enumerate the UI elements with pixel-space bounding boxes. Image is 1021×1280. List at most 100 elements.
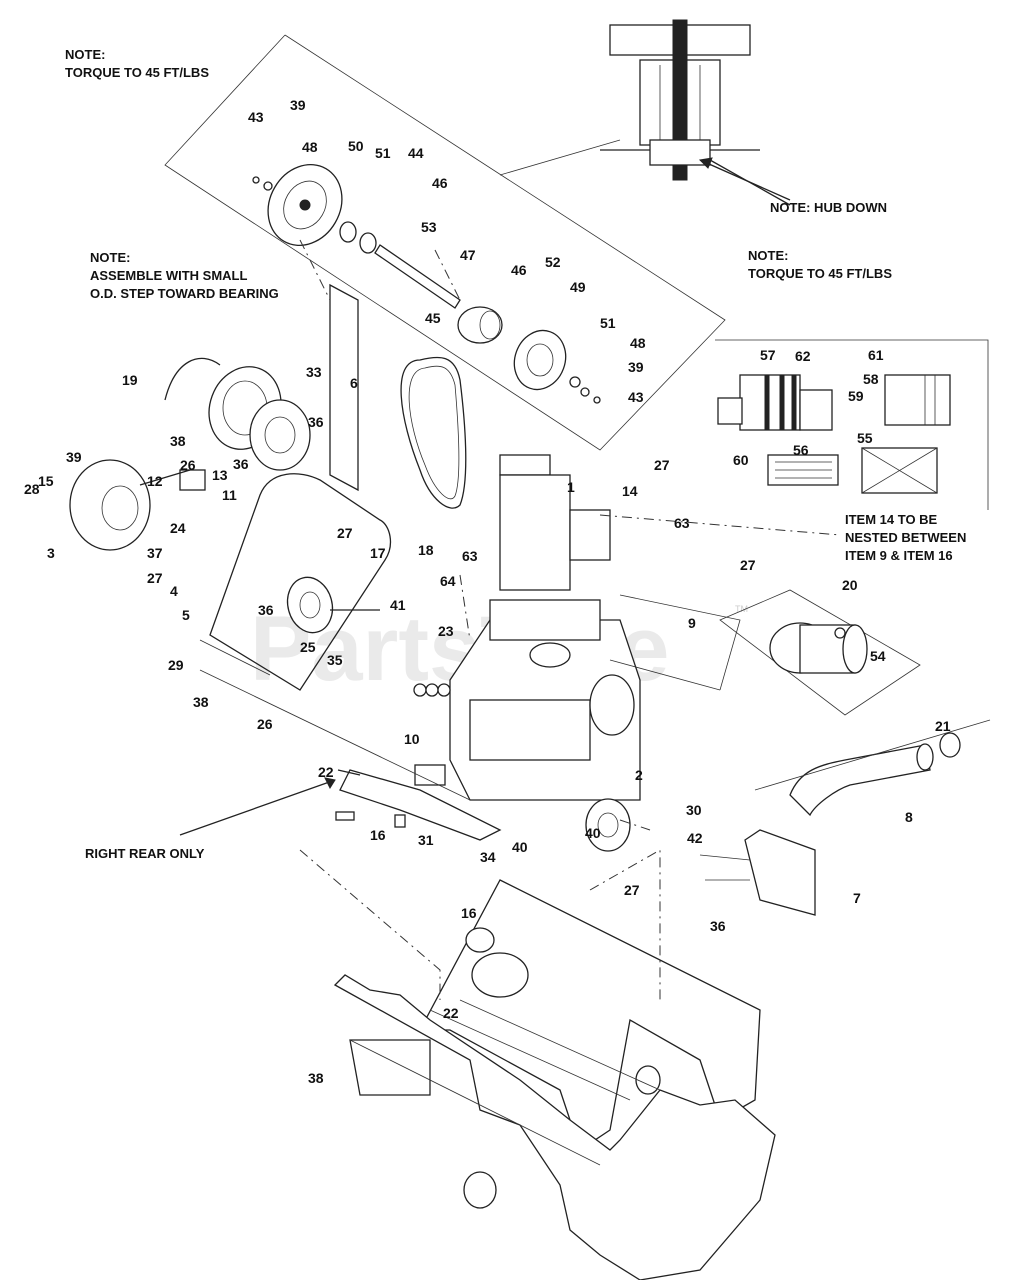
callout: 49 (570, 279, 586, 295)
callout: 51 (600, 315, 616, 331)
note-torque-top-heading: NOTE: (65, 47, 105, 62)
callout: 13 (212, 467, 228, 483)
callout: 19 (122, 372, 138, 388)
callout: 38 (193, 694, 209, 710)
note-torque-right-heading: NOTE: (748, 248, 788, 263)
callout: 27 (624, 882, 640, 898)
bracket (699, 829, 816, 916)
hub-detail (600, 19, 791, 201)
callout: 46 (511, 262, 527, 278)
note-item14-line1: ITEM 14 TO BE (845, 512, 938, 527)
callout: 27 (337, 525, 353, 541)
callout: 34 (480, 849, 496, 865)
callout: 15 (38, 473, 54, 489)
callout: 40 (512, 839, 528, 855)
callout: 59 (848, 388, 864, 404)
callout: 27 (740, 557, 756, 573)
callout: 3 (47, 545, 55, 561)
callout: 37 (147, 545, 163, 561)
callout: 16 (461, 905, 477, 921)
callout: 36 (308, 414, 324, 430)
callout: 11 (222, 487, 237, 503)
callout: 40 (585, 825, 601, 841)
callout: 58 (863, 371, 879, 387)
callout: 51 (375, 145, 391, 161)
callout: 14 (622, 483, 638, 499)
callout: 38 (170, 433, 186, 449)
callout: 45 (425, 310, 441, 326)
callout: 18 (418, 542, 434, 558)
note-hub-down: NOTE: HUB DOWN (770, 200, 887, 215)
kit-box (715, 339, 989, 510)
callout: 47 (460, 247, 476, 263)
callout: 24 (170, 520, 186, 536)
callout: 63 (674, 515, 690, 531)
callout: 42 (687, 830, 703, 846)
callout: 57 (760, 347, 776, 363)
callout: 46 (432, 175, 448, 191)
callout: 26 (257, 716, 273, 732)
callout: 35 (327, 652, 343, 668)
callout: 55 (857, 430, 873, 446)
callout: 22 (318, 764, 334, 780)
callout: 21 (935, 718, 951, 734)
callout: 48 (630, 335, 646, 351)
callout: 8 (905, 809, 913, 825)
callout: 43 (248, 109, 264, 125)
callout: 64 (440, 573, 456, 589)
callout: 30 (686, 802, 702, 818)
callout: 16 (370, 827, 386, 843)
callout: 2 (635, 767, 643, 783)
callout: 26 (180, 457, 196, 473)
callout: 22 (443, 1005, 459, 1021)
upper-pulley-group (164, 34, 726, 451)
note-torque-right: TORQUE TO 45 FT/LBS (748, 266, 892, 281)
callout: 36 (710, 918, 726, 934)
callout: 17 (370, 545, 386, 561)
callout: 5 (182, 607, 190, 623)
callout: 33 (306, 364, 322, 380)
callout: 10 (404, 731, 420, 747)
callout: 48 (302, 139, 318, 155)
callout: 50 (348, 138, 364, 154)
frame (299, 849, 776, 1280)
callout: 39 (290, 97, 306, 113)
callout: 44 (408, 145, 424, 161)
notes: NOTE: TORQUE TO 45 FT/LBS NOTE: HUB DOWN… (65, 47, 966, 861)
callout: 56 (793, 442, 809, 458)
callout: 6 (350, 375, 358, 391)
callout: 25 (300, 639, 316, 655)
callout: 36 (233, 456, 249, 472)
callout: 61 (868, 347, 884, 363)
callout: 52 (545, 254, 561, 270)
engine (413, 454, 741, 852)
drive-belt (400, 356, 467, 509)
clutch-assembly (69, 283, 392, 691)
callout: 27 (654, 457, 670, 473)
callout: 23 (438, 623, 454, 639)
callout: 29 (168, 657, 184, 673)
callout: 39 (66, 449, 82, 465)
note-item14-line2: NESTED BETWEEN (845, 530, 966, 545)
note-torque-top: TORQUE TO 45 FT/LBS (65, 65, 209, 80)
note-assemble-line1: ASSEMBLE WITH SMALL (90, 268, 247, 283)
air-filter (719, 589, 921, 716)
exhaust (754, 719, 991, 817)
callout: 7 (853, 890, 861, 906)
callout: 9 (688, 615, 696, 631)
note-right-rear: RIGHT REAR ONLY (85, 846, 205, 861)
callouts: 43 39 48 50 51 44 46 5 3 47 45 46 52 49 5… (24, 97, 951, 1086)
callout: 60 (733, 452, 749, 468)
leader-lines (179, 159, 841, 836)
note-item14-line3: ITEM 9 & ITEM 16 (845, 548, 953, 563)
callout: 63 (462, 548, 478, 564)
callout: 28 (24, 481, 40, 497)
note-assemble-line2: O.D. STEP TOWARD BEARING (90, 286, 279, 301)
callout: 27 (147, 570, 163, 586)
callout: 36 (258, 602, 274, 618)
trademark: TM (735, 604, 748, 614)
base-mount (199, 669, 502, 841)
callout: 31 (418, 832, 434, 848)
callout: 41 (390, 597, 406, 613)
